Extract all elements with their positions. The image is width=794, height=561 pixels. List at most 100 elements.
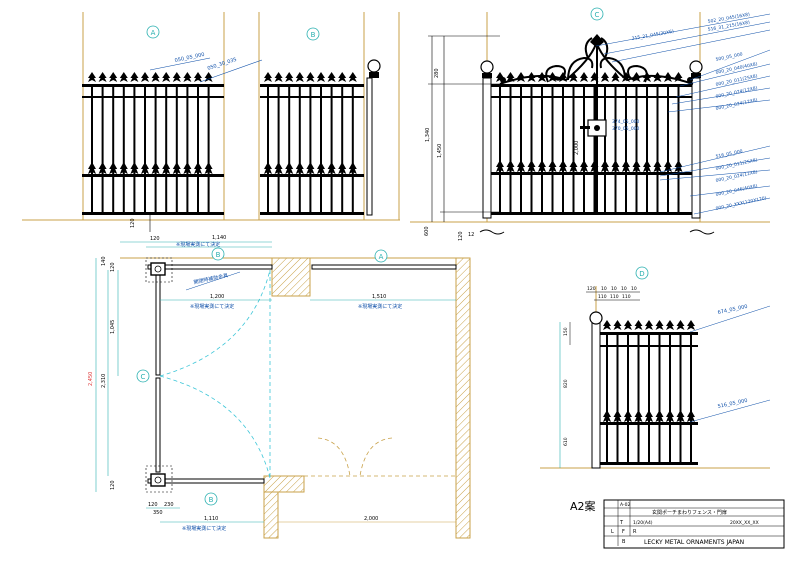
picket-finial-icon (687, 320, 695, 330)
dim-120-ab: 120 (130, 218, 136, 228)
picket-leaf-icon (622, 160, 630, 172)
callout-lower-5: 000_20_XXX(120X120) (715, 195, 767, 212)
picket-leaf-icon (151, 162, 160, 174)
plan-marker-b2: B (209, 496, 214, 504)
dim-600: 600 (424, 226, 430, 236)
fence-picket (91, 84, 93, 212)
picket-finial-icon (666, 320, 674, 330)
lock-label-2: 370_05_000 (612, 126, 640, 132)
fence-picket (277, 84, 280, 212)
picket-finial-icon (624, 320, 632, 330)
fence-panel-b (260, 59, 381, 216)
title-block: A2案 A-02 玄関ポーチまわりフェンス・門扉 1/20(A4) 20XX_X… (570, 499, 785, 549)
plan-note-top: ※現場実測にて決定 (176, 241, 220, 248)
fence-picket (658, 332, 661, 462)
d-dim-top-4: 10 (621, 286, 627, 292)
title-company: LECKY METAL ORNAMENTS JAPAN (644, 539, 744, 546)
marker-c-circle: C (590, 7, 604, 21)
plan-note-mid-right: ※現場実測にて決定 (358, 303, 402, 310)
plan-name: A2案 (570, 499, 596, 513)
marker-c: C (595, 11, 600, 19)
picket-finial-icon (580, 72, 588, 82)
fence-picket (541, 84, 543, 212)
title-b: B (622, 539, 626, 545)
fence-picket (101, 84, 104, 212)
picket-leaf-icon (317, 162, 325, 174)
fence-picket (309, 84, 312, 212)
picket-leaf-icon (601, 160, 609, 172)
plan-marker-b-top: B (211, 247, 225, 261)
picket-finial-icon (611, 72, 620, 82)
elevation-ab: A B 050_05_000 050_30_035 120 (22, 12, 400, 232)
fence-picket (551, 84, 554, 212)
picket-leaf-icon (338, 162, 347, 174)
picket-leaf-icon (327, 162, 336, 174)
fence-picket (614, 84, 617, 212)
plan-marker-b: B (216, 251, 221, 259)
picket-finial-icon (569, 72, 578, 82)
fence-picket (298, 84, 301, 212)
picket-leaf-icon (285, 162, 294, 174)
picket-leaf-icon (496, 160, 504, 172)
plan-dim-2310: 2,310 (101, 374, 107, 388)
picket-leaf-icon (204, 162, 213, 174)
picket-finial-icon (172, 72, 181, 82)
plan-dim-120-top: 120 (150, 236, 160, 242)
plan-dim-bot-230: 230 (164, 502, 174, 508)
picket-leaf-icon (506, 160, 515, 172)
d-dim-top2-3: 110 (622, 294, 631, 300)
picket-finial-icon (645, 320, 653, 330)
title-no: A-02 (620, 502, 630, 508)
picket-leaf-icon (141, 162, 149, 174)
plan-note-door: 開閉時補助金具 (193, 272, 229, 286)
picket-leaf-icon (348, 162, 357, 174)
marker-d: D (639, 270, 644, 278)
plan-view: B A C B 120 1,140 ※現場実測にて決定 140 開閉時補助金具 … (88, 235, 471, 539)
picket-leaf-icon (264, 162, 272, 174)
fence-picket (606, 332, 608, 462)
plan-dim-1140: 1,140 (212, 235, 226, 241)
picket-finial-icon (601, 72, 609, 82)
title-r: R (633, 529, 637, 535)
picket-finial-icon (538, 72, 546, 82)
picket-finial-icon (194, 72, 202, 82)
picket-leaf-icon (559, 160, 567, 172)
picket-finial-icon (327, 72, 336, 82)
dim-12: 12 (468, 232, 474, 238)
plan-dim-1045: 1,045 (110, 320, 116, 334)
picket-finial-icon (274, 72, 283, 82)
picket-leaf-icon (580, 160, 588, 172)
picket-leaf-icon (162, 162, 171, 174)
picket-finial-icon (162, 72, 171, 82)
callout-lower-1: 516_05_000 (715, 148, 743, 160)
picket-leaf-icon (643, 160, 651, 172)
picket-leaf-icon (306, 162, 315, 174)
picket-finial-icon (183, 72, 192, 82)
picket-leaf-icon (613, 410, 622, 422)
fence-picket (562, 84, 564, 212)
fence-picket (667, 84, 669, 212)
dim-280: 280 (434, 68, 440, 78)
picket-leaf-icon (183, 162, 192, 174)
picket-leaf-icon (687, 410, 695, 422)
dim-1450: 1,450 (437, 144, 443, 158)
lock-label-1: 374_05_000 (612, 119, 640, 125)
title-l: L (611, 529, 614, 535)
callout-right-4: 000_20_024(12X8) (715, 85, 758, 100)
fence-picket (669, 332, 671, 462)
elevation-c: C (410, 7, 771, 241)
picket-leaf-icon (666, 410, 674, 422)
fence-picket (509, 84, 512, 212)
picket-leaf-icon (172, 162, 181, 174)
d-label-1: 674_05_000 (717, 304, 748, 316)
picket-leaf-icon (130, 162, 139, 174)
plan-dim-120-l1: 120 (110, 262, 116, 272)
picket-finial-icon (88, 72, 96, 82)
picket-finial-icon (98, 72, 107, 82)
fence-picket (499, 84, 501, 212)
picket-leaf-icon (590, 160, 599, 172)
fence-picket (627, 332, 629, 462)
plan-marker-a-text: A (379, 253, 384, 261)
